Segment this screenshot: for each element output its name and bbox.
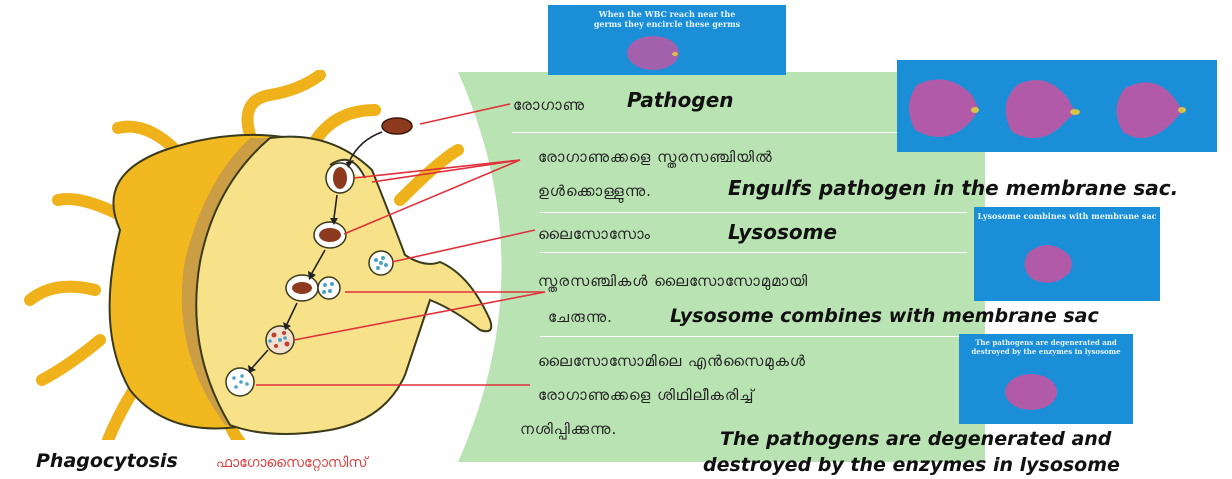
step-lysosome-ml: ലൈസോസോം xyxy=(538,225,651,243)
step-combine-ml-line1: സ്തരസഞ്ചികൾ ലൈസോസോമുമായി xyxy=(538,272,808,290)
panel-cell-illustration xyxy=(897,60,1217,152)
panel-cell-illustration xyxy=(974,207,1160,301)
title-english: Phagocytosis xyxy=(36,450,178,472)
step-engulf-en: Engulfs pathogen in the membrane sac. xyxy=(728,176,1178,200)
panel-wbc-approach: When the WBC reach near the germs they e… xyxy=(548,5,786,75)
step-destroy-ml-line2: രോഗാണുക്കളെ ശിഥിലീകരിച്ച് xyxy=(538,386,754,404)
panel-cell-illustration xyxy=(959,334,1133,424)
step-lysosome-en: Lysosome xyxy=(728,220,837,244)
panel-engulf-sequence xyxy=(897,60,1217,152)
panel-cell-illustration xyxy=(548,5,786,75)
step-destroy-en-line2: destroyed by the enzymes in lysosome xyxy=(703,454,1120,476)
step-combine-en: Lysosome combines with membrane sac xyxy=(670,305,1099,327)
step-engulf-ml-line1: രോഗാണുക്കളെ സ്തരസഞ്ചിയിൽ xyxy=(538,148,773,166)
panel-lysosome-combine: Lysosome combines with membrane sac xyxy=(974,207,1160,301)
step-pathogen-ml: രോഗാണു xyxy=(513,96,585,114)
step-combine-ml-line2: ചേരുന്നു. xyxy=(548,308,613,326)
step-destroy-ml-line1: ലൈസോസോമിലെ എൻസൈമുകൾ xyxy=(538,352,806,370)
step-pathogen-en: Pathogen xyxy=(627,88,734,112)
panel-pathogen-destroyed: The pathogens are degenerated and destro… xyxy=(959,334,1133,424)
step-destroy-ml-line3: നശിപ്പിക്കുന്നു. xyxy=(520,420,617,438)
step-destroy-en-line1: The pathogens are degenerated and xyxy=(720,428,1111,450)
title-malayalam: ഫാഗോസൈറ്റോസിസ് xyxy=(216,455,368,471)
step-engulf-ml-line2: ഉൾക്കൊള്ളുന്നു. xyxy=(538,182,652,200)
